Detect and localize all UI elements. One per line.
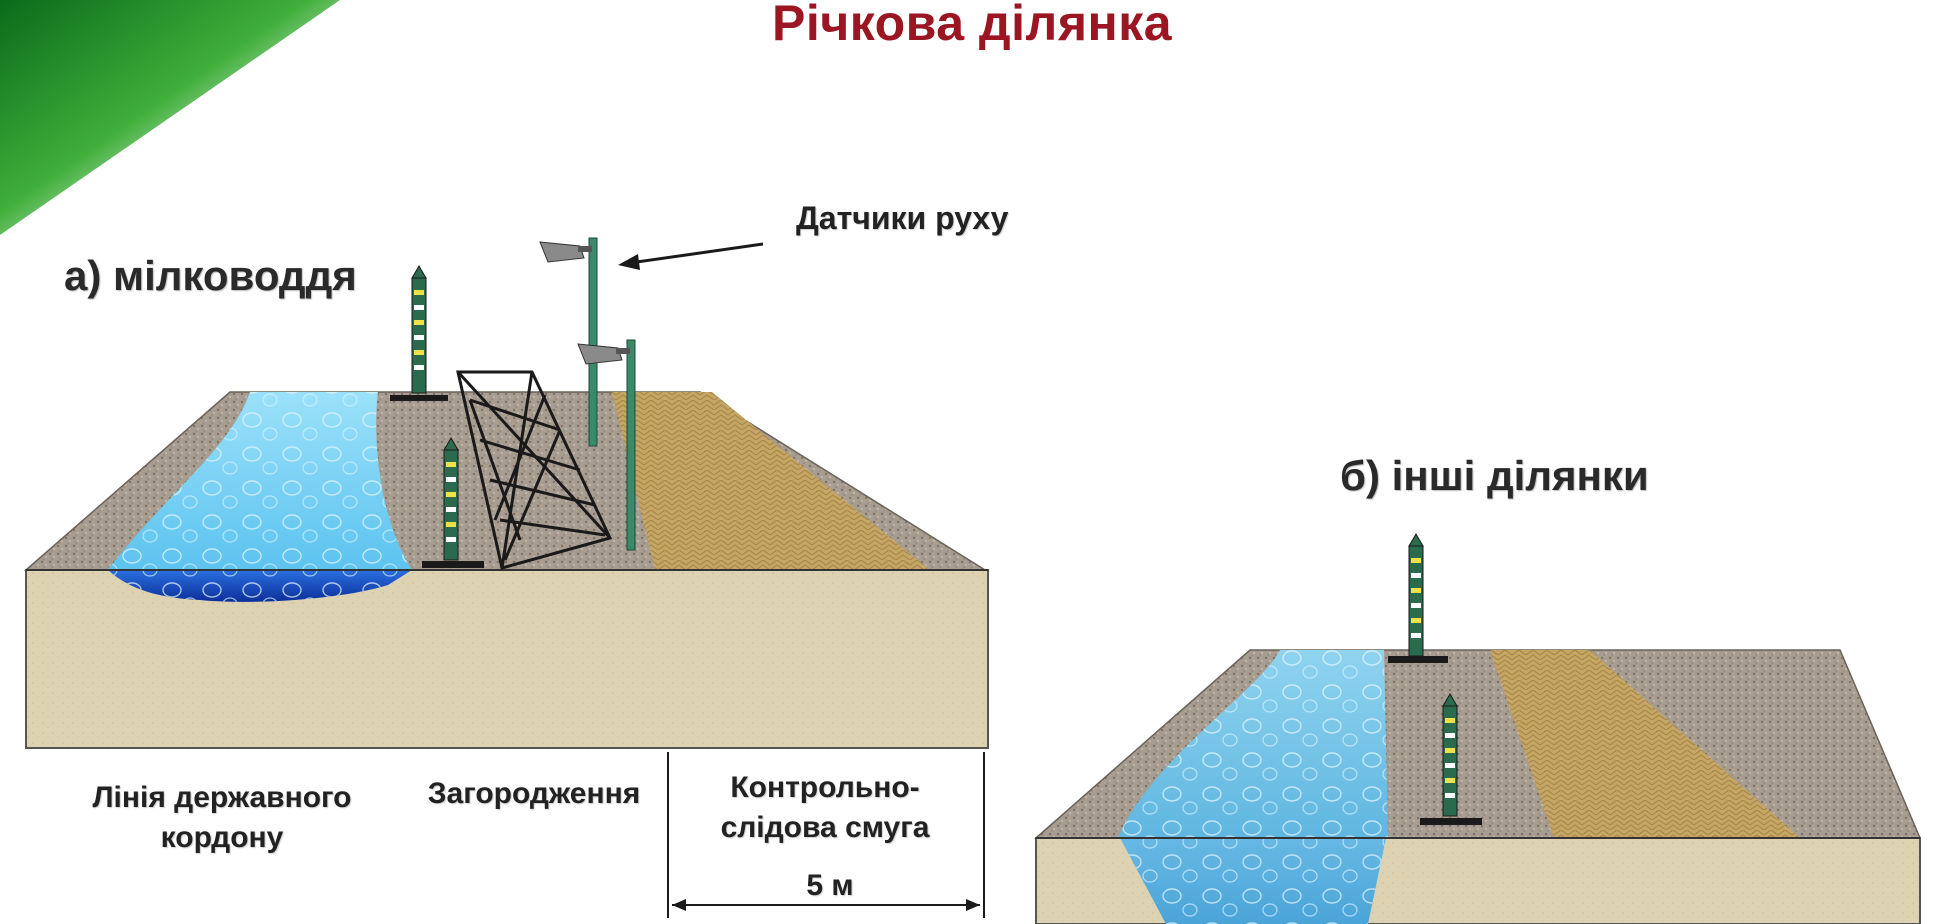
sensors-label: Датчики руху — [796, 200, 1009, 236]
width-label: 5 м — [806, 869, 854, 902]
control-sand-strip-b — [1490, 650, 1800, 838]
arrow-icon — [618, 242, 764, 270]
page-title: Річкова ділянка — [771, 0, 1173, 51]
dimension-bracket — [667, 752, 985, 918]
section-a-block — [23, 391, 989, 749]
section-a-heading: а) мілководдя — [64, 252, 357, 299]
motion-sensor-icon — [539, 237, 598, 447]
border-line-label: Лінія державного кордону — [92, 781, 352, 854]
border-post-icon — [422, 437, 484, 568]
section-b-block — [1034, 649, 1922, 924]
control-strip-label: Контрольно-слідова смуга — [720, 771, 930, 844]
soil-front-a — [25, 569, 989, 749]
corner-decoration — [0, 0, 340, 235]
control-sand-strip — [612, 392, 930, 570]
section-b-heading: б) інші ділянки — [1340, 452, 1649, 499]
barrier-label: Загородження — [427, 777, 641, 810]
border-post-icon — [1388, 533, 1448, 663]
fence-barrier-icon — [456, 370, 613, 570]
motion-sensor-icon — [577, 339, 636, 551]
border-post-icon — [1420, 693, 1482, 825]
border-post-icon — [390, 265, 448, 401]
